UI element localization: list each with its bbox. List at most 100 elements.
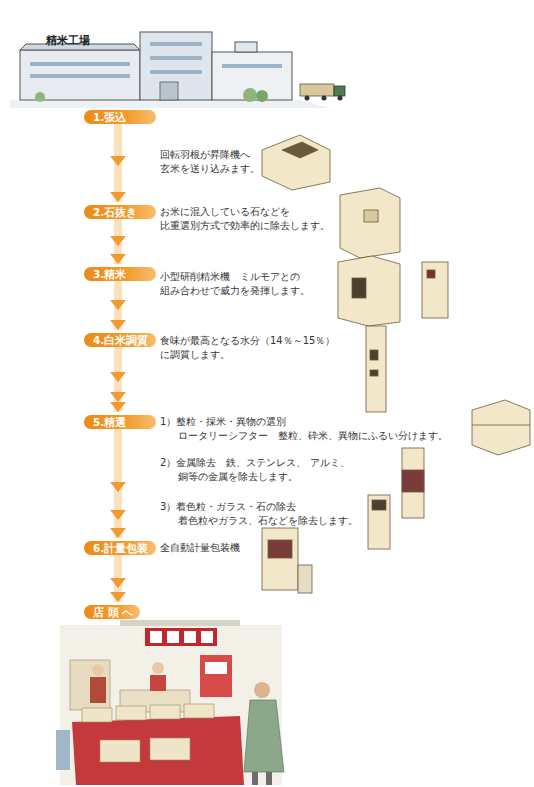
destoner-machine: [340, 188, 400, 258]
truck-wheel: [322, 96, 327, 101]
window-row: [150, 70, 202, 74]
machine-panel: [364, 210, 378, 222]
person-body: [150, 675, 166, 691]
truck-load: [300, 84, 334, 96]
ground: [10, 100, 330, 108]
store-ceiling: [120, 620, 240, 626]
rice-bag: [150, 738, 190, 760]
rice-bag: [150, 705, 180, 719]
shrub: [243, 88, 257, 102]
machine-panel: [427, 270, 435, 278]
step-label: 3.精米: [93, 267, 156, 281]
sifter-edge: [472, 425, 530, 426]
rice-bag: [298, 565, 312, 593]
shrub: [35, 92, 45, 102]
step-description: ロータリーシフター 整粒、砕米、異物にふるい分けます。: [178, 429, 448, 443]
store-sign: [145, 628, 217, 646]
flow-triangle: [110, 510, 126, 520]
person-body: [90, 677, 106, 703]
factory-door: [160, 82, 178, 100]
step-description: 全自動計量包装機: [160, 541, 240, 555]
step-label: 4.白米調質: [93, 333, 156, 347]
truck-cab: [334, 86, 345, 96]
hopper-machine: [262, 135, 330, 190]
customer-head: [254, 682, 270, 698]
shrub: [256, 90, 268, 102]
machine-panel: [370, 350, 378, 360]
window-row: [30, 62, 130, 66]
step-badge: 3.精米: [84, 267, 156, 281]
mill-machine: [422, 262, 448, 318]
machine-panel: [268, 540, 292, 558]
truck-wheel: [305, 96, 310, 101]
sign-square: [201, 631, 213, 643]
step-description: 3）着色粒・ガラス・石の除去 着色粒やガラス、石などを除去します。: [160, 500, 364, 528]
step-description: 小型研削精米機 ミルモアとの 組み合わせで威力を発揮します。: [160, 270, 316, 298]
store-illustration: [56, 620, 284, 785]
hopper-opening: [282, 142, 318, 158]
store-poster: [200, 655, 232, 697]
step-label: 6.計量包装: [93, 541, 156, 555]
flow-triangle: [110, 236, 126, 246]
sign-square: [150, 631, 162, 643]
person-head: [92, 664, 104, 676]
machine-panel: [372, 500, 386, 510]
step-description: 1）整粒・採米・異物の選別: [160, 415, 286, 429]
metal-detector: [402, 448, 424, 518]
conditioner-column: [366, 326, 386, 412]
flow-triangle: [110, 482, 126, 492]
flow-triangles: [110, 156, 126, 588]
flow-triangle: [110, 372, 126, 382]
step-label: 1.張込: [93, 110, 156, 124]
step-description: 2）金属除去 鉄、ステンレス、 アルミ、銅等の金属を除去します。: [160, 456, 350, 484]
step-badge: 店 頭 へ: [84, 605, 140, 619]
rice-bag: [116, 706, 146, 720]
step-badge: 1.張込: [84, 110, 156, 124]
window-row: [150, 42, 202, 46]
customer-coat: [244, 700, 284, 772]
step-label: 店 頭 へ: [93, 605, 140, 619]
factory-windows: [30, 42, 282, 78]
poster-panel: [205, 662, 227, 674]
window-row: [150, 56, 202, 60]
machine-panel: [370, 370, 378, 376]
factory-illustration: [10, 32, 345, 108]
step-label: 5.精選: [93, 415, 156, 429]
polisher-machine: [338, 256, 400, 326]
window-row: [222, 64, 282, 68]
step-description: 食味が最高となる水分（14％～15％） に調質します。: [160, 334, 346, 362]
connector-group: [118, 124, 119, 602]
step-badge: 4.白米調質: [84, 333, 156, 347]
customer-leg: [252, 772, 258, 785]
packaging-machine: [262, 528, 298, 590]
customer-left: [56, 730, 70, 770]
factory-title: 精米工場: [46, 34, 90, 48]
rice-bag: [82, 708, 112, 722]
counter-bags: [82, 704, 214, 762]
flow-triangle: [110, 392, 126, 402]
flow-triangle: [110, 156, 126, 166]
step-label: 2.石抜き: [93, 205, 156, 219]
window-row: [30, 74, 130, 78]
factory-tower: [140, 32, 212, 100]
factory-sign: [235, 42, 257, 52]
person-head: [152, 662, 164, 674]
sign-square: [184, 631, 196, 643]
flow-triangle: [110, 578, 126, 588]
rice-bag: [184, 704, 214, 718]
machine-band: [402, 470, 424, 492]
rice-bag: [100, 740, 140, 762]
step-description: 回転羽根が昇降機へ 玄米を送り込みます。: [160, 148, 268, 176]
truck-wheel: [338, 96, 343, 101]
step-description: お米に混入している石などを 比重選別方式で効率的に除去します。: [160, 205, 336, 233]
step-badge: 6.計量包装: [84, 541, 156, 555]
step-badge: 5.精選: [84, 415, 156, 429]
shelf: [70, 660, 110, 710]
color-sorter: [368, 495, 390, 549]
sign-square: [167, 631, 179, 643]
step-badge: 2.石抜き: [84, 205, 156, 219]
